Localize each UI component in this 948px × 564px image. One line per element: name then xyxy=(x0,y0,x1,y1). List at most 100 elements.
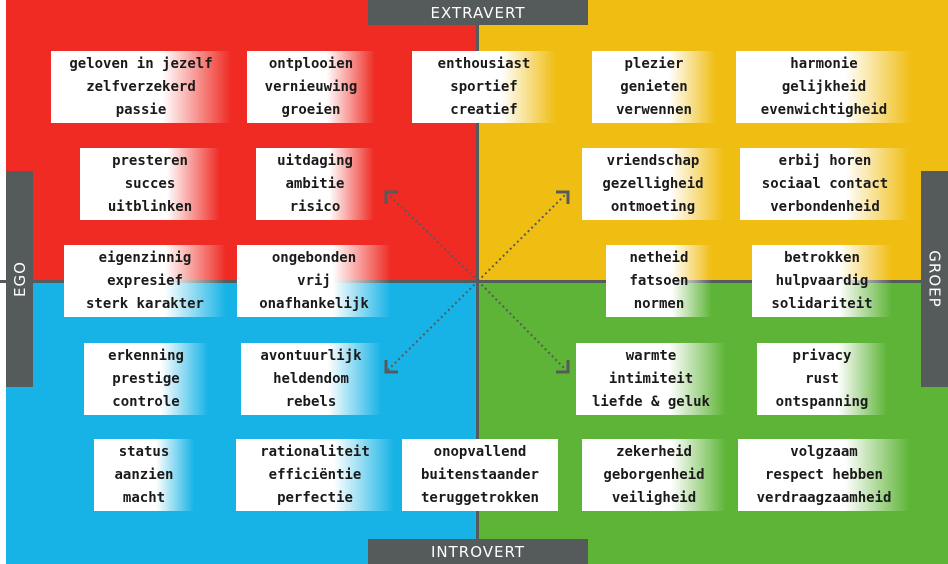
card-line: controle xyxy=(112,393,180,410)
quadrant-blue xyxy=(6,281,478,564)
card-line: ambitie xyxy=(285,175,345,192)
card-line: netheid xyxy=(629,249,689,266)
arrowhead-ne-icon xyxy=(556,190,570,204)
card-netheid: netheid fatsoen normen xyxy=(606,245,712,317)
card-line: uitblinken xyxy=(107,198,193,215)
axis-label-groep: GROEP xyxy=(921,171,948,387)
arrowhead-se-icon xyxy=(556,360,570,374)
card-line: buitenstaander xyxy=(420,466,539,483)
card-line: intimiteit xyxy=(608,370,694,387)
card-line: uitdaging xyxy=(277,152,353,169)
arrow-line-sw xyxy=(387,280,479,371)
card-line: succes xyxy=(124,175,176,192)
card-line: eigenzinnig xyxy=(98,249,192,266)
card-erbij-horen: erbij horen sociaal contact verbondenhei… xyxy=(740,148,910,220)
axis-label-introvert: INTROVERT xyxy=(368,539,588,564)
card-line: warmte xyxy=(625,347,677,364)
card-line: gezelligheid xyxy=(602,175,704,192)
card-line: sociaal contact xyxy=(761,175,889,192)
card-line: vernieuwing xyxy=(264,78,358,95)
card-line: erkenning xyxy=(108,347,184,364)
card-line: efficiëntie xyxy=(268,466,362,483)
arrow-line-se xyxy=(477,280,567,371)
card-betrokken: betrokken hulpvaardig solidariteit xyxy=(752,245,892,317)
quadrant-green xyxy=(478,281,948,564)
card-line: vriendschap xyxy=(606,152,700,169)
card-line: betrokken xyxy=(784,249,860,266)
card-line: ontspanning xyxy=(775,393,869,410)
card-presteren: presteren succes uitblinken xyxy=(80,148,220,220)
card-line: sterk karakter xyxy=(85,295,204,312)
card-line: passie xyxy=(115,101,167,118)
card-line: zelfverzekerd xyxy=(86,78,196,95)
card-line: creatief xyxy=(450,101,518,118)
card-line: solidariteit xyxy=(771,295,873,312)
card-line: enthousiast xyxy=(437,55,531,72)
card-line: verwennen xyxy=(616,101,692,118)
card-avontuurlijk: avontuurlijk heldendom rebels xyxy=(241,343,381,415)
card-line: heldendom xyxy=(273,370,349,387)
card-line: hulpvaardig xyxy=(775,272,869,289)
axis-top-text: EXTRAVERT xyxy=(430,3,526,22)
card-line: verdraagzaamheid xyxy=(756,489,892,506)
card-harmonie: harmonie gelijkheid evenwichtigheid xyxy=(736,51,912,123)
card-privacy: privacy rust ontspanning xyxy=(757,343,887,415)
axis-bottom-text: INTROVERT xyxy=(430,542,525,561)
card-line: evenwichtigheid xyxy=(760,101,888,118)
axis-label-extravert: EXTRAVERT xyxy=(368,0,588,25)
card-ontplooien: ontplooien vernieuwing groeien xyxy=(247,51,375,123)
axis-label-ego: EGO xyxy=(6,171,33,387)
quadrant-red xyxy=(6,0,478,281)
quadrant-yellow xyxy=(478,0,948,281)
card-line: verbondenheid xyxy=(770,198,880,215)
card-line: harmonie xyxy=(790,55,858,72)
card-line: rust xyxy=(805,370,839,387)
card-line: sportief xyxy=(450,78,518,95)
card-line: teruggetrokken xyxy=(420,489,539,506)
card-line: geloven in jezelf xyxy=(69,55,213,72)
card-line: ontmoeting xyxy=(610,198,696,215)
card-line: prestige xyxy=(112,370,180,387)
card-line: plezier xyxy=(624,55,684,72)
card-line: normen xyxy=(633,295,685,312)
arrowhead-nw-icon xyxy=(384,190,398,204)
card-enthousiast: enthousiast sportief creatief xyxy=(412,51,556,123)
card-erkenning: erkenning prestige controle xyxy=(84,343,208,415)
card-line: presteren xyxy=(112,152,188,169)
card-line: ongebonden xyxy=(271,249,357,266)
card-rationaliteit: rationaliteit efficiëntie perfectie xyxy=(236,439,394,511)
card-line: aanzien xyxy=(114,466,174,483)
card-line: genieten xyxy=(620,78,688,95)
card-line: erbij horen xyxy=(778,152,872,169)
card-line: onafhankelijk xyxy=(259,295,369,312)
arrow-line-nw xyxy=(387,193,479,282)
card-line: avontuurlijk xyxy=(260,347,362,364)
card-line: volgzaam xyxy=(790,443,858,460)
card-status: status aanzien macht xyxy=(94,439,194,511)
card-zekerheid: zekerheid geborgenheid veiligheid xyxy=(582,439,726,511)
card-plezier: plezier genieten verwennen xyxy=(592,51,716,123)
card-line: fatsoen xyxy=(629,272,689,289)
card-vriendschap: vriendschap gezelligheid ontmoeting xyxy=(582,148,724,220)
card-line: privacy xyxy=(792,347,852,364)
card-line: ontplooien xyxy=(268,55,354,72)
card-eigenzinnig: eigenzinnig expresief sterk karakter xyxy=(64,245,226,317)
card-line: macht xyxy=(122,489,166,506)
card-line: onopvallend xyxy=(433,443,527,460)
card-volgzaam: volgzaam respect hebben verdraagzaamheid xyxy=(738,439,910,511)
arrowhead-sw-icon xyxy=(384,360,398,374)
card-line: respect hebben xyxy=(764,466,883,483)
card-line: risico xyxy=(289,198,341,215)
card-line: rationaliteit xyxy=(260,443,370,460)
card-line: gelijkheid xyxy=(781,78,867,95)
card-geloven-in-jezelf: geloven in jezelf zelfverzekerd passie xyxy=(51,51,231,123)
card-line: groeien xyxy=(281,101,341,118)
card-line: vrij xyxy=(297,272,331,289)
card-line: perfectie xyxy=(277,489,353,506)
card-ongebonden: ongebonden vrij onafhankelijk xyxy=(237,245,391,317)
card-onopvallend: onopvallend buitenstaander teruggetrokke… xyxy=(402,439,558,511)
card-line: status xyxy=(118,443,170,460)
card-line: expresief xyxy=(107,272,183,289)
card-line: zekerheid xyxy=(616,443,692,460)
